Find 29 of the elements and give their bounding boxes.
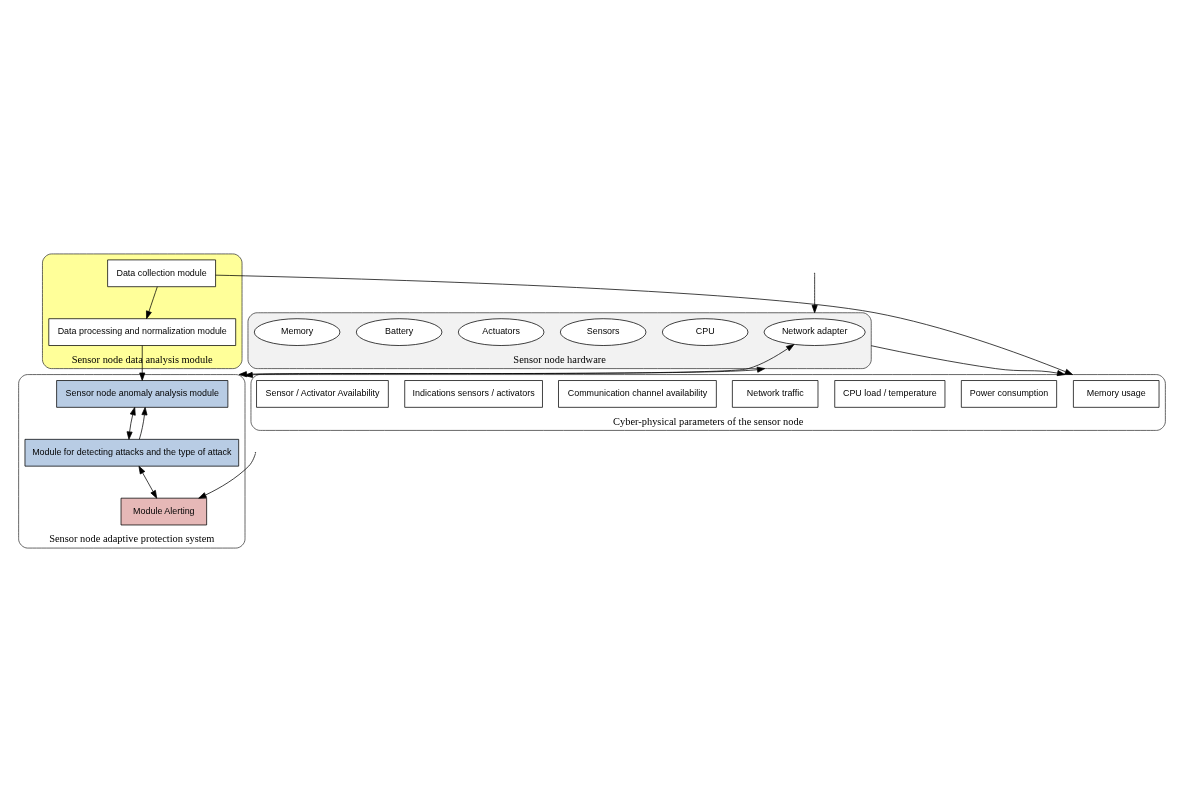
node-box: Indications sensors / activators <box>404 380 543 408</box>
node-box: Data processing and normalization module <box>48 318 237 346</box>
node-box: Network traffic <box>732 380 819 408</box>
node-box: Module Alerting <box>120 497 207 526</box>
arrow <box>215 274 1073 375</box>
arrow <box>138 465 158 499</box>
arrow <box>811 273 818 314</box>
node-ellipse: Sensors <box>560 318 647 346</box>
arrow <box>198 453 256 499</box>
node-box: Sensor / Activator Availability <box>256 380 389 408</box>
node-ellipse: CPU <box>662 318 749 346</box>
node-box: Communication channel availability <box>558 380 717 408</box>
node-box: Sensor node anomaly analysis module <box>56 380 229 408</box>
node-ellipse: Battery <box>355 318 443 346</box>
node-box: Data collection module <box>107 259 216 288</box>
node-ellipse: Actuators <box>457 318 545 346</box>
arrow <box>139 345 146 381</box>
node-box: Module for detecting attacks and the type of attack <box>24 439 240 467</box>
node-box: Memory usage <box>1073 380 1160 408</box>
arrow <box>238 344 795 378</box>
arrow <box>244 366 766 378</box>
node-box: CPU load / temperature <box>834 380 946 408</box>
node-box: Power consumption <box>960 380 1057 408</box>
arrow <box>126 407 136 440</box>
arrow <box>138 407 148 440</box>
node-ellipse: Memory <box>253 318 341 346</box>
node-ellipse: Network adapter <box>763 318 866 346</box>
arrow <box>870 345 1066 377</box>
arrow <box>146 286 158 320</box>
